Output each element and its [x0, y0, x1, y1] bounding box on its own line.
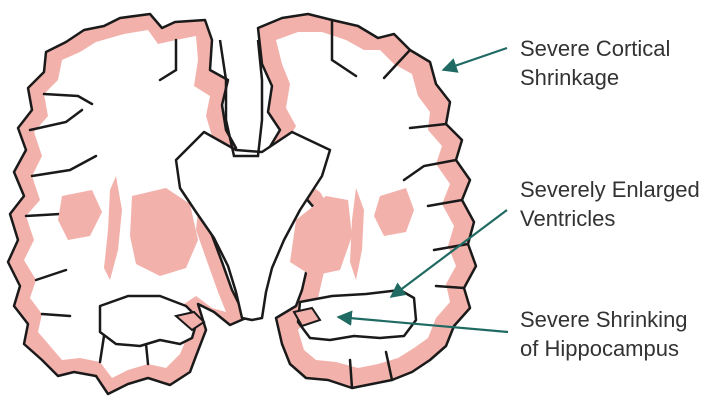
label-hippocampus-line1: Severe Shrinking — [520, 305, 688, 334]
label-enlarged-ventricles-line2: Ventricles — [520, 204, 700, 233]
label-cortical-shrinkage-line1: Severe Cortical — [520, 34, 670, 63]
label-enlarged-ventricles: Severely Enlarged Ventricles — [520, 175, 700, 233]
label-hippocampus-line2: of Hippocampus — [520, 334, 688, 363]
arrow-cortical-shrinkage — [443, 48, 507, 70]
label-enlarged-ventricles-line1: Severely Enlarged — [520, 175, 700, 204]
label-hippocampus-shrinking: Severe Shrinking of Hippocampus — [520, 305, 688, 363]
label-cortical-shrinkage: Severe Cortical Shrinkage — [520, 34, 670, 92]
label-cortical-shrinkage-line2: Shrinkage — [520, 63, 670, 92]
